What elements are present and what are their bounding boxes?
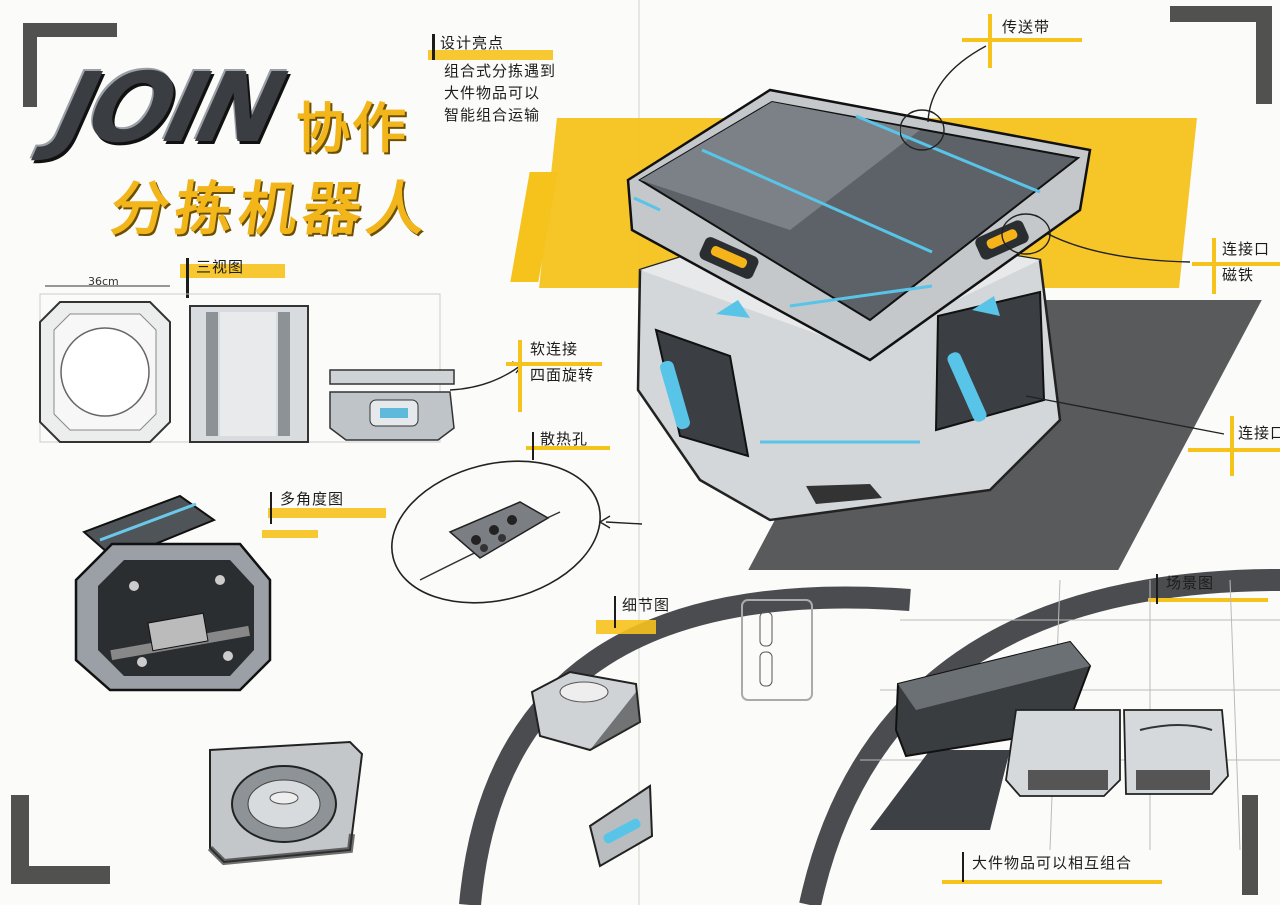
title-line2: 分拣机器人 <box>106 175 437 243</box>
scene-caption: 大件物品可以相互组合 <box>972 854 1133 872</box>
conveyor-label: 传送带 <box>1002 18 1051 36</box>
note-tick <box>962 852 964 882</box>
base-light-left <box>660 360 690 430</box>
note-tick <box>432 34 435 60</box>
design-points-heading: 设计亮点 <box>440 34 505 52</box>
main-robot-render <box>626 88 1092 522</box>
design-point-line-2: 大件物品可以 <box>444 84 541 102</box>
scene-label: 场景图 <box>1166 574 1215 592</box>
design-point-line-1: 组合式分拣遇到 <box>444 62 557 80</box>
callout-bar <box>506 362 602 366</box>
design-point-line-3: 智能组合运输 <box>444 106 541 124</box>
top-view-circle <box>60 327 150 417</box>
note-tick <box>1156 574 1158 604</box>
top-view-robot <box>207 740 364 866</box>
highlight-bar <box>428 50 553 60</box>
callout-bar <box>1148 598 1268 602</box>
page-gutter <box>638 0 640 905</box>
callout-bar <box>518 340 522 412</box>
connector-top-label-2: 磁铁 <box>1222 266 1255 284</box>
note-tick <box>270 492 272 524</box>
three-view-drawings <box>39 285 455 443</box>
callout-bar <box>942 880 1162 884</box>
logo-text: JOIN <box>46 52 292 164</box>
soft-connect-label-1: 软连接 <box>530 340 579 358</box>
multi-angle-label: 多角度图 <box>280 490 345 508</box>
leader-connector-top <box>1001 213 1191 263</box>
highlight-bar <box>262 530 318 538</box>
title-line1: 协作 <box>296 97 408 160</box>
three-view-label: 三视图 <box>196 258 245 276</box>
corner-bracket-bottom-right <box>1242 795 1258 895</box>
note-tick <box>614 596 616 628</box>
leader-connector-side <box>1025 395 1225 435</box>
callout-bar <box>526 446 610 450</box>
heat-vent-detail <box>391 460 643 604</box>
detail-drawings <box>530 599 813 868</box>
note-tick <box>186 258 189 298</box>
vent-grill <box>806 484 882 504</box>
callout-bar <box>988 14 992 68</box>
scene-drawing <box>860 580 1280 850</box>
connector-side-label: 连接口 <box>1238 424 1280 442</box>
callout-bar <box>962 38 1082 42</box>
soft-connect-label-2: 四面旋转 <box>530 366 595 384</box>
highlight-bar <box>268 508 386 518</box>
side-view-top <box>329 369 455 385</box>
bottom-view-robot <box>74 494 272 692</box>
callout-bar <box>1212 238 1216 294</box>
base-light-right <box>947 352 987 422</box>
connector-top-label-1: 连接口 <box>1222 240 1271 258</box>
leader-conveyor <box>900 45 987 151</box>
detail-frame-arc <box>459 586 911 905</box>
corner-bracket-bottom-left <box>11 795 110 884</box>
heat-vent-label: 散热孔 <box>540 430 589 448</box>
corner-bracket-top-right <box>1170 6 1272 104</box>
callout-bar <box>1192 262 1280 266</box>
highlight-bar <box>180 264 285 278</box>
corner-bracket-top-left <box>23 23 117 107</box>
detail-label: 细节图 <box>622 596 671 614</box>
scene-frame-arc <box>799 569 1280 905</box>
callout-bar <box>1188 448 1280 452</box>
dimension-label: 36cm <box>88 275 119 288</box>
note-tick <box>532 432 534 460</box>
highlight-bar <box>596 620 656 634</box>
callout-bar <box>1230 416 1234 476</box>
